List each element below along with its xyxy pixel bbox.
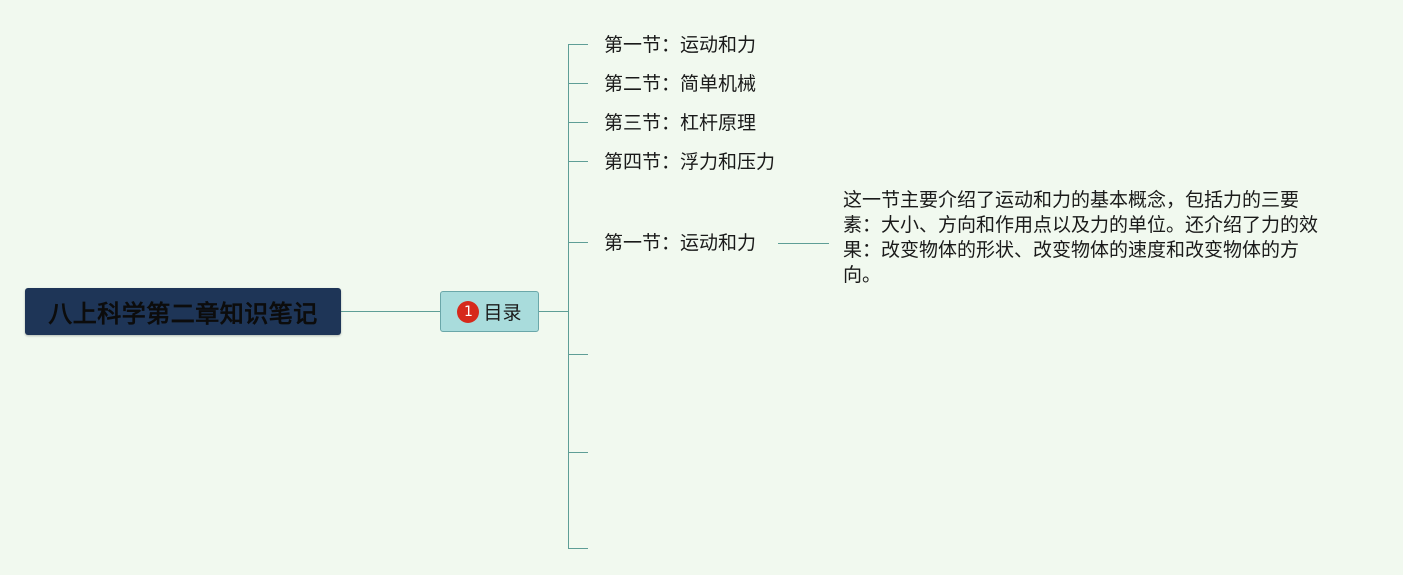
subtopic-label: 第二节：简单机械 (604, 73, 757, 95)
subtopic-label: 第一节：运动和力 (604, 232, 757, 254)
subtopic-label: 第四节：浮力和压力 (604, 151, 776, 173)
subtopic-1[interactable]: 第一节：运动和力 (604, 33, 756, 57)
subtopic-5[interactable]: 第一节：运动和力 (604, 231, 756, 255)
subtopic-4[interactable]: 第四节：浮力和压力 (604, 150, 775, 174)
root-topic-label: 八上科学第二章知识笔记 (48, 300, 318, 328)
root-topic[interactable]: 八上科学第二章知识笔记 (25, 288, 341, 335)
main-topic-label: 目录 (483, 302, 522, 324)
subtopic-label: 第三节：杠杆原理 (604, 112, 757, 134)
main-topic-catalog[interactable]: 1 目录 (440, 291, 539, 332)
detail-text: 这一节主要介绍了运动和力的基本概念，包括力的三要素：大小、方向和作用点以及力的单… (843, 189, 1319, 286)
subtopic-label: 第一节：运动和力 (604, 34, 757, 56)
subtopic-3[interactable]: 第三节：杠杆原理 (604, 111, 756, 135)
priority-1-icon: 1 (457, 300, 480, 323)
subtopic-5-detail[interactable]: 这一节主要介绍了运动和力的基本概念，包括力的三要素：大小、方向和作用点以及力的单… (843, 188, 1331, 288)
subtopic-2[interactable]: 第二节：简单机械 (604, 72, 756, 96)
